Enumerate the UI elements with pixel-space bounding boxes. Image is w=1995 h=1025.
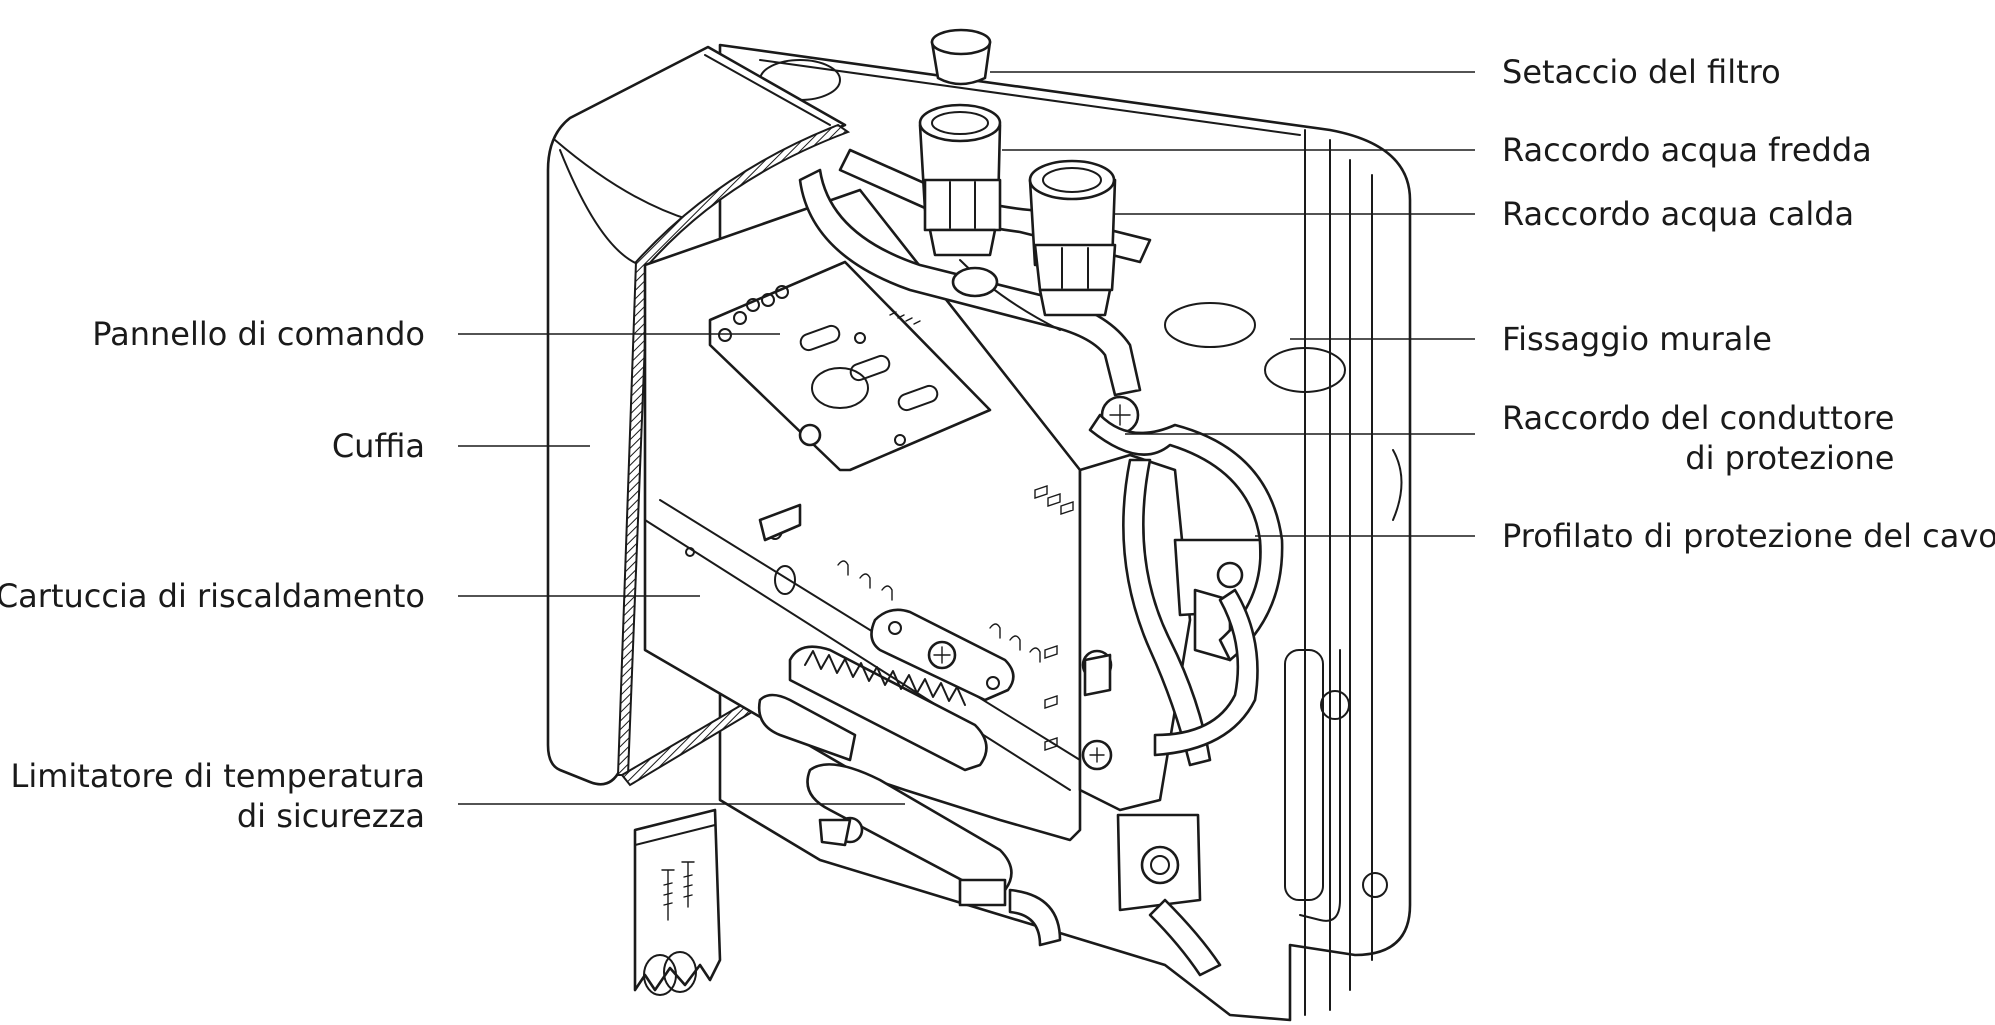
accessory-bag	[633, 808, 722, 996]
label-cover: Cuffia	[331, 427, 425, 465]
label-cold-water: Raccordo acqua fredda	[1502, 131, 1872, 169]
safety-limiter	[757, 693, 1222, 977]
label-earth-conductor-line2: di protezione	[1685, 439, 1895, 477]
label-safety-limiter-line1: Limitatore di temperatura	[10, 757, 425, 795]
hot-water-fitting	[1028, 159, 1117, 317]
label-filter-sieve: Setaccio del filtro	[1502, 53, 1781, 91]
heating-coil	[788, 645, 988, 772]
filter-sieve	[930, 28, 992, 86]
control-panel	[708, 260, 992, 472]
label-hot-water: Raccordo acqua calda	[1502, 195, 1855, 233]
label-earth-conductor: Raccordo del conduttore di protezione	[1502, 398, 1894, 478]
label-wall-mount: Fissaggio murale	[1502, 320, 1772, 358]
cover-shell	[546, 45, 851, 787]
leader-lines	[458, 71, 1475, 805]
fastening-tab	[870, 608, 1015, 702]
label-earth-conductor-line1: Raccordo del conduttore	[1502, 399, 1895, 437]
cold-water-fitting	[918, 103, 1002, 298]
label-safety-limiter: Limitatore di temperatura di sicurezza	[10, 756, 425, 836]
label-control-panel: Pannello di comando	[92, 315, 425, 353]
label-heating-cartridge: Cartuccia di riscaldamento	[0, 577, 425, 615]
label-safety-limiter-line2: di sicurezza	[236, 797, 425, 835]
hooks	[837, 485, 1074, 751]
label-cable-profile: Profilato di protezione del cavo	[1502, 517, 1995, 555]
cable-loops	[1088, 413, 1284, 767]
